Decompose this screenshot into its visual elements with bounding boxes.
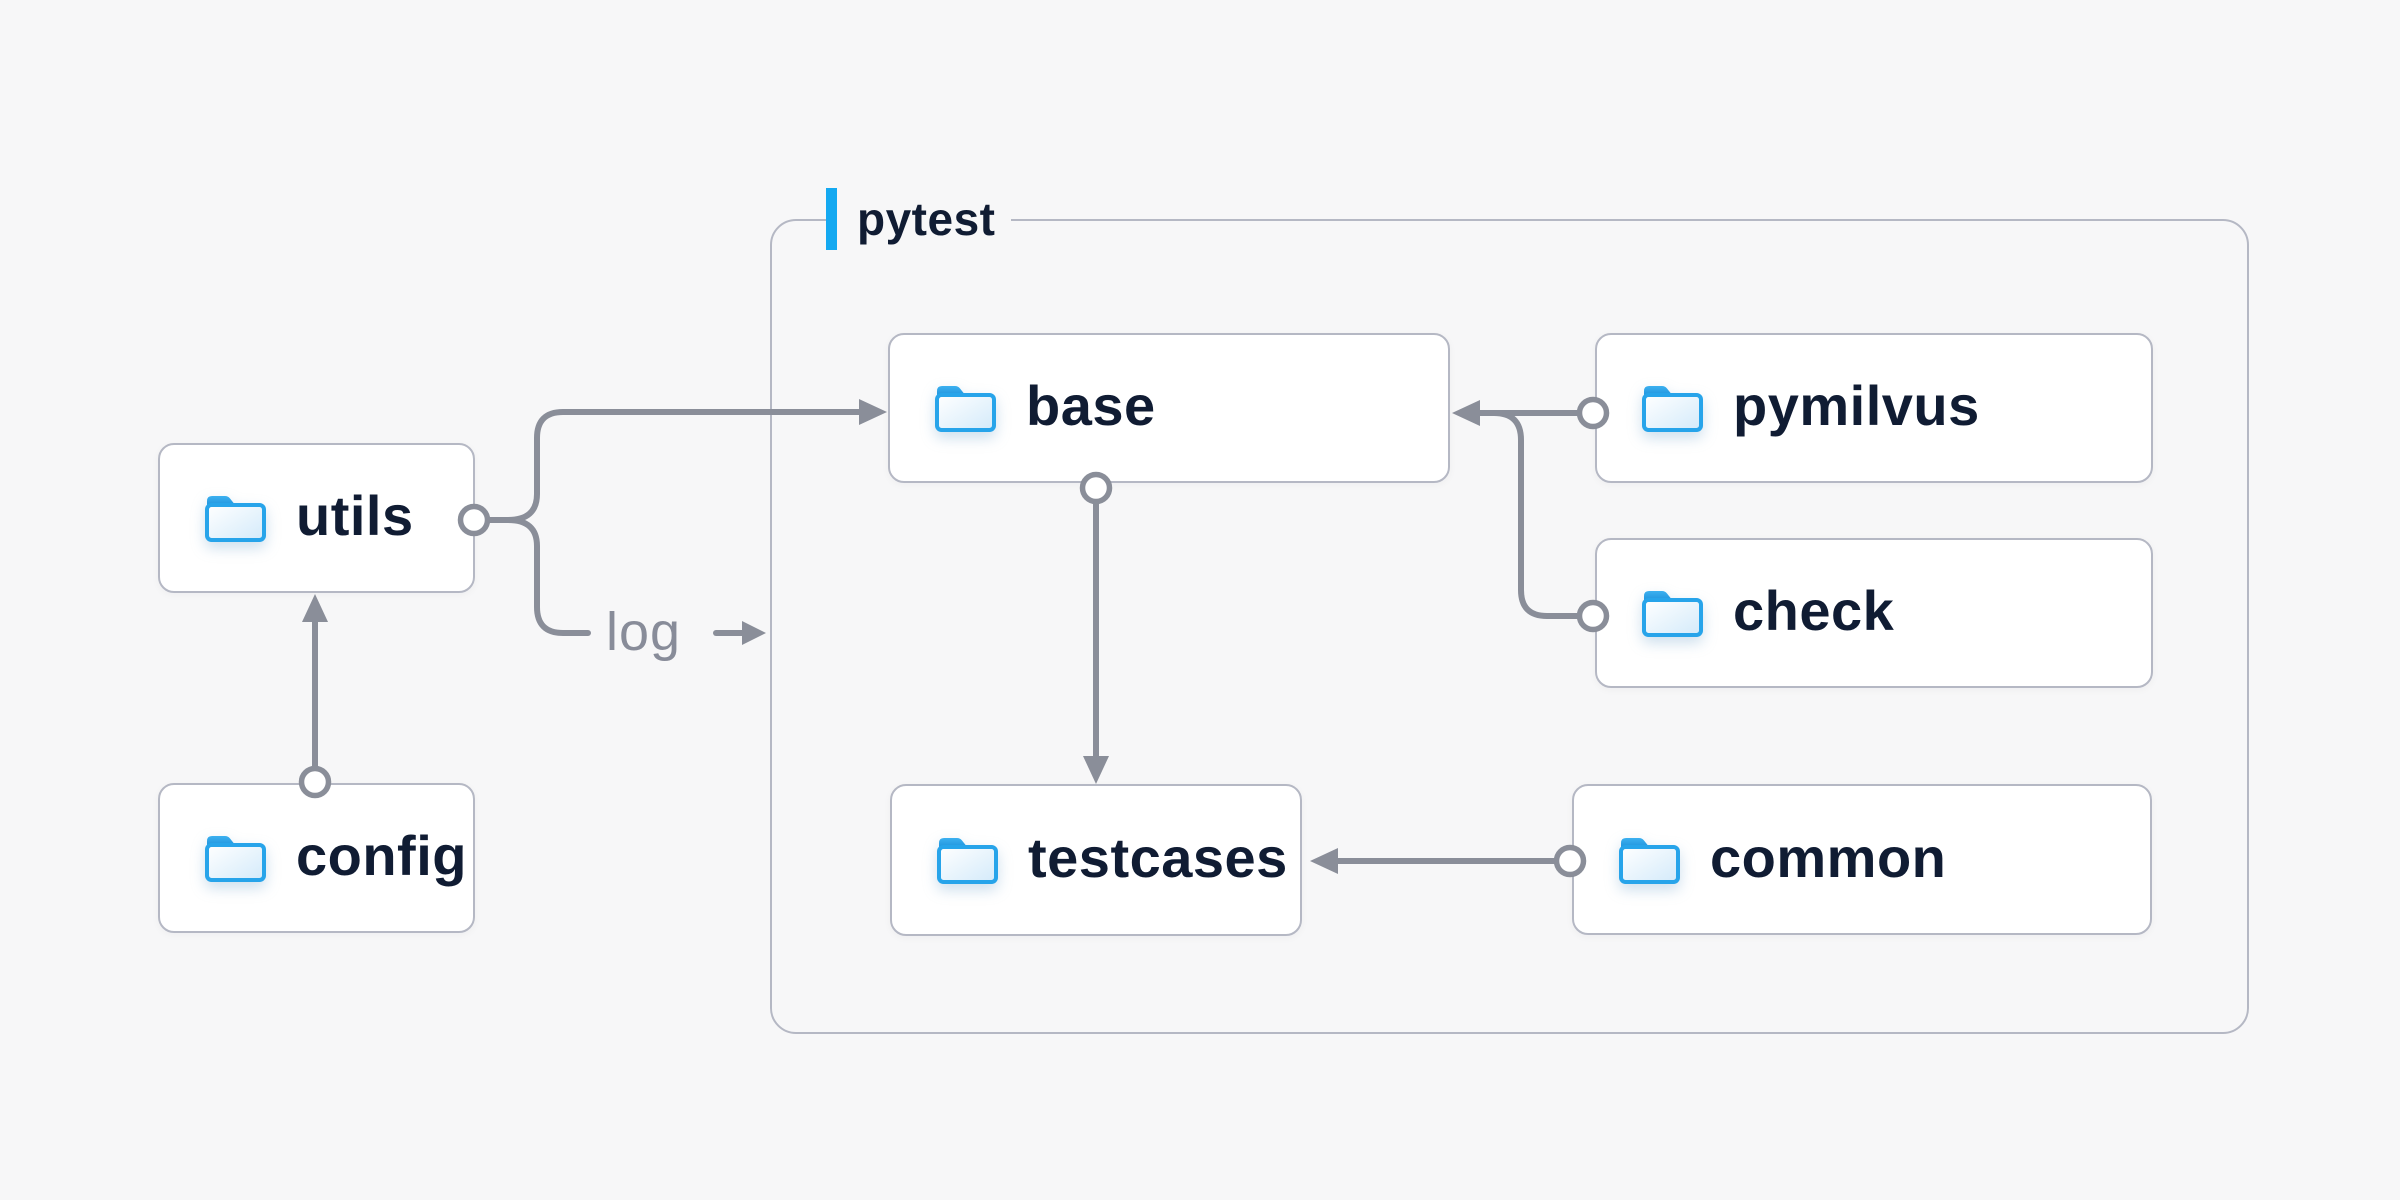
edge-config-utils [298, 594, 332, 799]
node-label: testcases [1028, 826, 1288, 889]
pytest-group-label: pytest [826, 188, 1012, 250]
node-label: common [1710, 825, 1947, 889]
accent-bar [826, 188, 837, 250]
folder-icon [1639, 587, 1705, 639]
node-label: utils [296, 484, 414, 547]
pytest-group-box [770, 219, 2249, 1034]
folder-icon [934, 834, 1000, 886]
node-check: check [1595, 538, 2153, 688]
node-base: base [888, 333, 1450, 483]
folder-icon [1616, 834, 1682, 886]
node-config: config [158, 783, 475, 933]
folder-icon [202, 832, 268, 884]
node-label: config [296, 824, 467, 887]
group-title: pytest [857, 193, 996, 245]
log-arrow-icon [742, 621, 766, 645]
folder-icon [932, 382, 998, 434]
node-testcases: testcases [890, 784, 1302, 936]
folder-icon [202, 492, 268, 544]
node-pymilvus: pymilvus [1595, 333, 2153, 483]
node-label: pymilvus [1733, 374, 1980, 437]
node-common: common [1572, 784, 2152, 935]
node-utils: utils [158, 443, 475, 593]
folder-icon [1639, 382, 1705, 434]
node-label: check [1733, 579, 1895, 642]
log-edge-label: log [606, 602, 682, 662]
node-label: base [1026, 374, 1156, 437]
